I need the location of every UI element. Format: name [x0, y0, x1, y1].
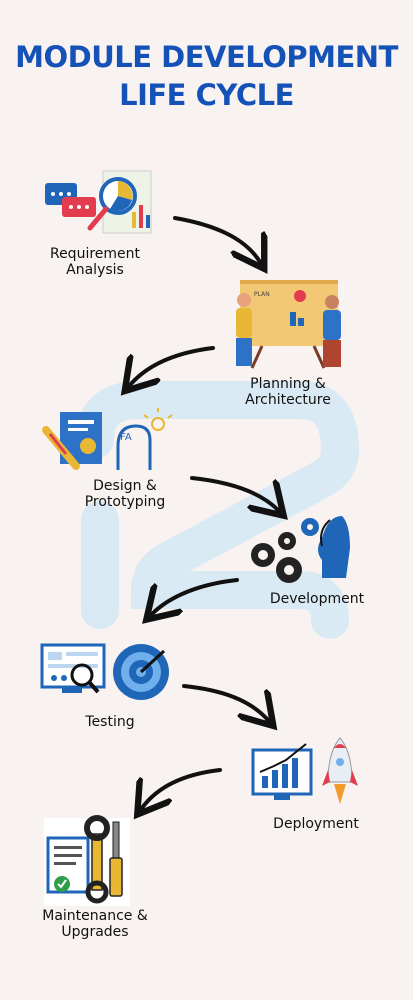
gears-head-icon — [251, 516, 350, 583]
stage-label-maintenance-upgrades: Maintenance & Upgrades — [42, 908, 148, 940]
arrow-3 — [190, 476, 278, 510]
stage-label-design-prototyping: Design & Prototyping — [84, 478, 166, 510]
stage-label-planning-architecture: Planning & Architecture — [245, 376, 331, 408]
arrow-4 — [152, 578, 239, 614]
title-line-1: MODULE DEVELOPMENT — [15, 40, 398, 74]
arrow-6 — [142, 768, 222, 808]
background-logo-watermark — [76, 381, 360, 639]
maintenance-tools-icon — [44, 815, 130, 906]
flow-arrows — [130, 216, 278, 808]
testing-screen-target-icon — [40, 643, 169, 700]
stage-label-requirement-analysis: Requirement Analysis — [49, 246, 141, 278]
stage-label-deployment: Deployment — [273, 816, 359, 832]
arrow-1 — [173, 216, 260, 262]
planning-board-team-icon: PLAN — [236, 280, 341, 369]
design-pencil-idea-icon: FA — [42, 408, 173, 470]
arrow-5 — [182, 684, 268, 720]
page-title: MODULE DEVELOPMENT LIFE CYCLE — [0, 38, 413, 114]
svg-text:PLAN: PLAN — [254, 291, 270, 298]
analysis-chat-chart-icon — [45, 170, 152, 234]
title-line-2: LIFE CYCLE — [119, 78, 294, 112]
stage-label-testing: Testing — [85, 714, 135, 730]
stage-label-development: Development — [269, 591, 365, 607]
deployment-chart-rocket-icon — [251, 737, 358, 804]
arrow-2 — [130, 346, 215, 385]
svg-text:FA: FA — [120, 432, 132, 443]
